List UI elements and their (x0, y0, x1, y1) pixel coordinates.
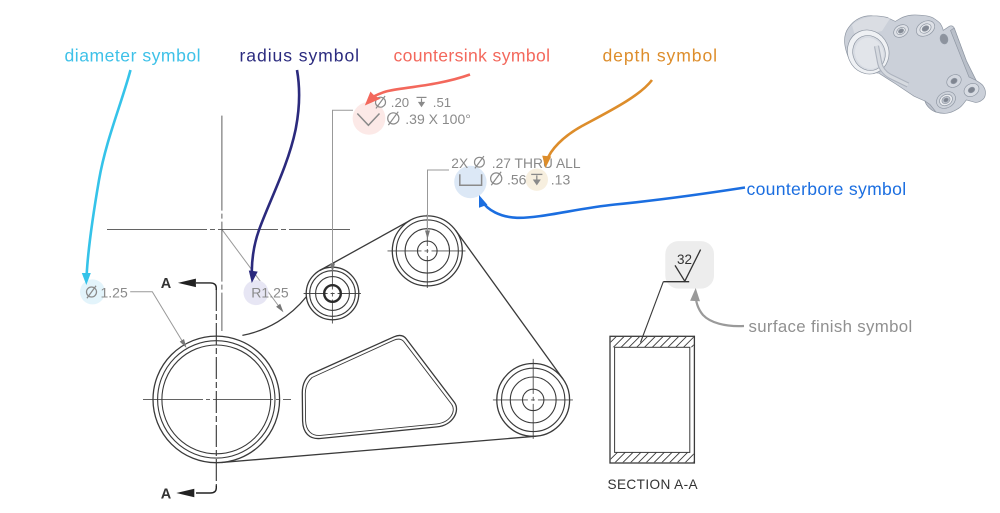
svg-text:depth symbol: depth symbol (603, 46, 718, 66)
svg-text:counterbore symbol: counterbore symbol (747, 179, 907, 199)
svg-text:.27 THRU ALL: .27 THRU ALL (492, 156, 581, 171)
svg-text:diameter symbol: diameter symbol (65, 46, 202, 66)
svg-text:R1.25: R1.25 (251, 284, 289, 300)
svg-text:A: A (161, 276, 172, 292)
svg-text:1.25: 1.25 (101, 284, 128, 300)
svg-text:SECTION A-A: SECTION A-A (608, 477, 699, 492)
svg-text:countersink symbol: countersink symbol (394, 46, 551, 66)
svg-text:.51: .51 (433, 95, 451, 110)
svg-text:A: A (161, 487, 172, 503)
svg-text:radius symbol: radius symbol (240, 46, 361, 66)
svg-text:surface finish symbol: surface finish symbol (749, 317, 913, 336)
svg-text:.20: .20 (391, 95, 409, 110)
svg-text:.56: .56 (507, 171, 527, 187)
svg-text:2X: 2X (451, 156, 468, 171)
svg-text:32: 32 (677, 252, 692, 267)
svg-text:.13: .13 (551, 171, 571, 187)
svg-text:.39 X 100°: .39 X 100° (405, 111, 471, 127)
